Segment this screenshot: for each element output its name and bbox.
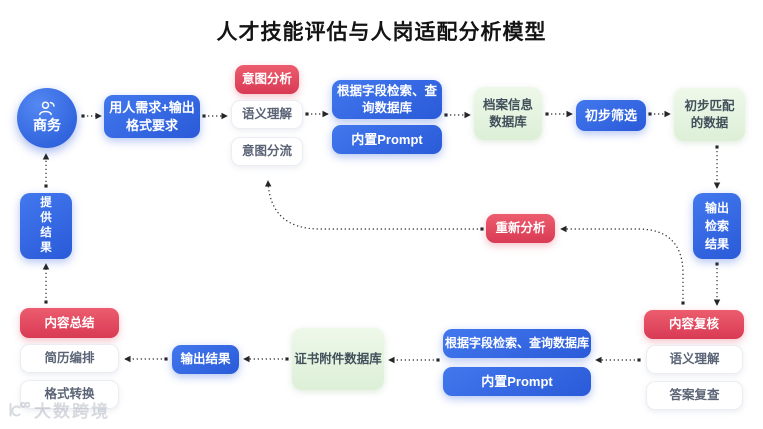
node-initial-screening: 初步筛选 [576,100,646,131]
node-label-line: 初步匹配 [684,99,735,113]
node-label-line: 用人需求+输出 [109,100,195,116]
infinity-logo-icon [9,401,30,417]
node-field-retrieval-bottom: 根据字段检索、查询数据库 [443,329,591,358]
node-label-line: 格式要求 [125,117,178,133]
node-output-search-result: 输出 检索 结果 [693,193,741,259]
node-intent-routing: 意图分流 [231,137,303,166]
node-resume-layout: 简历编排 [20,344,119,373]
node-archive-database: 档案信息 数据库 [474,87,542,140]
node-provide-result: 提 供 结 果 [20,193,72,259]
watermark-text: 大数跨境 [34,402,110,421]
actor-node: 商务 [17,88,77,148]
actor-label: 商务 [33,117,61,134]
node-label-line: 根据字段检索、查 [336,84,437,98]
node-builtin-prompt-bottom: 内置Prompt [443,367,591,396]
node-intent-analysis: 意图分析 [235,65,299,94]
node-label-line: 检索 [704,219,729,233]
node-semantic-understanding-top: 语义理解 [231,100,303,129]
node-initial-matched-data: 初步匹配 的数据 [674,88,745,141]
node-answer-recheck: 答案复查 [646,381,743,410]
watermark: 大数跨境 [8,397,110,422]
node-label-line: 结果 [704,237,729,251]
node-label-line: 输出 [704,201,729,215]
node-format-convert: 格式转换 [20,380,119,409]
node-label-line: 果 [40,242,52,254]
diagram-title: 人才技能评估与人岗适配分析模型 [216,21,547,44]
node-label-line: 档案信息 [482,98,533,112]
person-icon [39,101,55,116]
node-content-review: 内容复核 [644,310,744,339]
node-label-line: 数据库 [489,114,527,129]
node-label-line: 供 [40,212,52,224]
node-hiring-demand: 用人需求+输出 格式要求 [104,95,200,138]
node-output-result: 输出结果 [172,345,239,374]
node-builtin-prompt-top: 内置Prompt [332,125,442,154]
node-label-line: 提 [40,197,52,209]
node-content-summary: 内容总结 [20,308,119,338]
node-reanalyze: 重新分析 [486,214,555,243]
node-semantic-understanding-bottom: 语义理解 [646,345,743,374]
node-label-line: 的数据 [690,115,729,130]
node-certificate-database: 证书附件数据库 [292,328,384,390]
node-label-line: 询数据库 [361,100,412,115]
node-field-retrieval-top: 根据字段检索、查 询数据库 [332,80,442,119]
node-label-line: 结 [40,227,52,239]
